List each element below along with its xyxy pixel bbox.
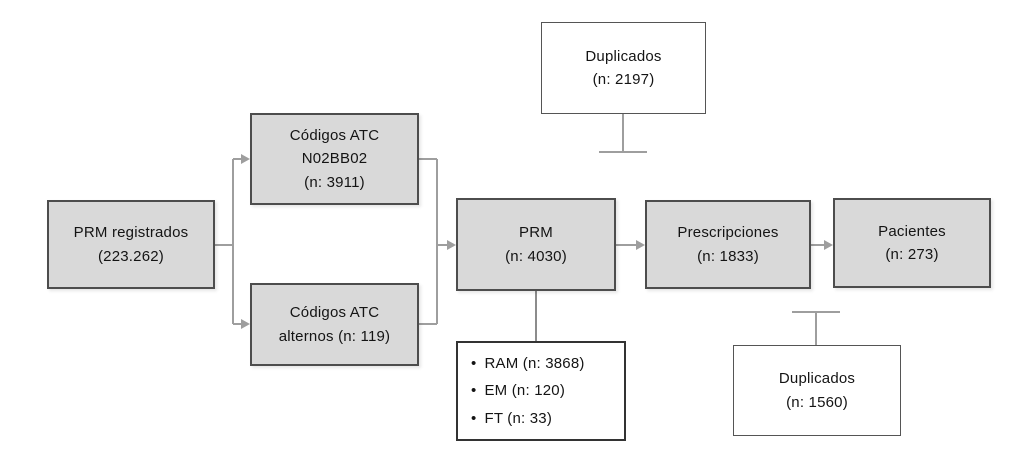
box-prm-registrados: PRM registrados (223.262) bbox=[47, 200, 215, 289]
bullet-icon: • bbox=[471, 409, 477, 427]
pacientes-count: (n: 273) bbox=[885, 246, 939, 263]
arrowhead-prm bbox=[447, 240, 456, 250]
atc-alternos-count: alternos (n: 119) bbox=[278, 327, 391, 345]
box-pacientes: Pacientes (n: 273) bbox=[833, 198, 991, 288]
atc-principal-label: Códigos ATC bbox=[289, 127, 380, 145]
box-duplicados-superior: Duplicados (n: 2197) bbox=[541, 22, 706, 114]
clasificacion-list: • RAM (n: 3868) • EM (n: 120) • FT (n: 3… bbox=[471, 348, 585, 434]
box-codigos-atc-principal: Códigos ATC N02BB02 (n: 3911) bbox=[250, 113, 419, 205]
prm-registrados-count: (223.262) bbox=[97, 247, 164, 265]
prm-label: PRM bbox=[519, 224, 553, 242]
atc-alternos-label: Códigos ATC bbox=[289, 304, 380, 322]
list-item: • RAM (n: 3868) bbox=[471, 352, 585, 375]
prm-registrados-label: PRM registrados bbox=[73, 224, 189, 242]
duplicados-superior-label: Duplicados bbox=[585, 47, 662, 65]
duplicados-superior-count: (n: 2197) bbox=[592, 71, 655, 88]
box-codigos-atc-alternos: Códigos ATC alternos (n: 119) bbox=[250, 283, 419, 366]
arrowhead-prescripciones bbox=[636, 240, 645, 250]
box-prescripciones: Prescripciones (n: 1833) bbox=[645, 200, 811, 289]
duplicados-inferior-count: (n: 1560) bbox=[786, 393, 848, 411]
duplicados-inferior-label: Duplicados bbox=[778, 370, 856, 388]
arrowhead-atc-alternos bbox=[241, 319, 250, 329]
box-duplicados-inferior: Duplicados (n: 1560) bbox=[733, 345, 901, 436]
box-prm: PRM (n: 4030) bbox=[456, 198, 616, 291]
clasificacion-em: EM (n: 120) bbox=[484, 382, 566, 400]
list-item: • EM (n: 120) bbox=[471, 379, 585, 402]
clasificacion-ft: FT (n: 33) bbox=[484, 409, 553, 427]
atc-principal-count: (n: 3911) bbox=[304, 173, 365, 191]
box-clasificacion-prm: • RAM (n: 3868) • EM (n: 120) • FT (n: 3… bbox=[456, 341, 626, 441]
prescripciones-label: Prescripciones bbox=[677, 224, 779, 242]
prescripciones-count: (n: 1833) bbox=[697, 247, 759, 265]
prm-count: (n: 4030) bbox=[505, 247, 567, 265]
arrowhead-atc-principal bbox=[241, 154, 250, 164]
bullet-icon: • bbox=[471, 355, 477, 373]
atc-principal-code: N02BB02 bbox=[301, 150, 368, 168]
pacientes-label: Pacientes bbox=[878, 222, 946, 240]
clasificacion-ram: RAM (n: 3868) bbox=[484, 355, 585, 373]
list-item: • FT (n: 33) bbox=[471, 407, 585, 430]
bullet-icon: • bbox=[471, 382, 477, 400]
arrowhead-pacientes bbox=[824, 240, 833, 250]
